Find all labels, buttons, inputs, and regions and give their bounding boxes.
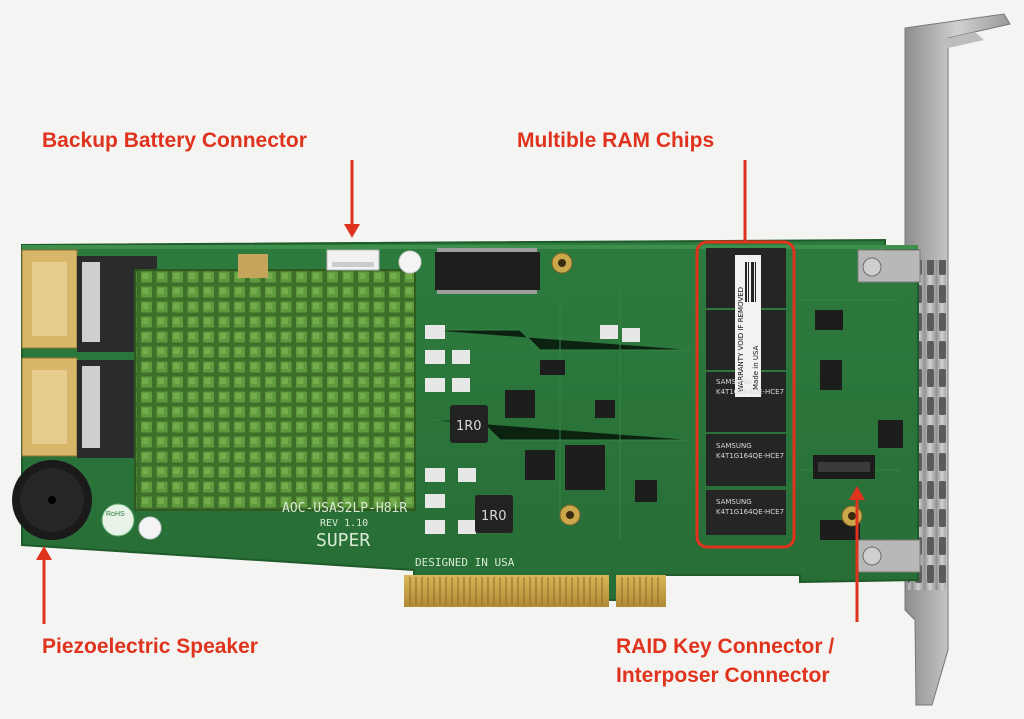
model-silkscreen: AOC-USAS2LP-H8iR	[282, 501, 407, 516]
chip-maker: SAMSUNG	[716, 442, 752, 450]
callout-ram: Multible RAM Chips	[517, 129, 715, 152]
ram-chip-area: WARRANTY VOID IF REMOVED Made in USA SAM…	[706, 248, 786, 535]
battery-connector	[326, 249, 380, 271]
callout-raid-line1: RAID Key Connector /	[616, 635, 835, 658]
revision-silkscreen: REV 1.10	[320, 518, 368, 529]
warranty-sticker: WARRANTY VOID IF REMOVED Made in USA	[735, 255, 761, 397]
inductor-label: 1R0	[481, 509, 507, 524]
chip-code: K4T1G164QE-HCE7	[716, 388, 784, 396]
inductor-upper: 1R0	[450, 405, 488, 443]
callout-raid-line2: Interposer Connector	[616, 664, 830, 687]
arrow-battery	[344, 160, 360, 238]
callout-speaker: Piezoelectric Speaker	[42, 635, 258, 658]
callout-battery: Backup Battery Connector	[42, 129, 307, 152]
arrow-raid	[849, 486, 865, 622]
chip-code: K4T1G164QE-HCE7	[716, 508, 784, 516]
inductor-label: 1R0	[456, 419, 482, 434]
heatsink	[134, 269, 416, 511]
arrow-speaker	[36, 546, 52, 624]
pci-bracket	[904, 13, 1011, 706]
ram-chip: SAMSUNG K4T1G164QE-HCE7	[716, 378, 784, 396]
piezo-speaker	[12, 460, 92, 540]
designed-silkscreen: DESIGNED IN USA	[415, 556, 515, 569]
rohs-label: RoHS	[106, 511, 125, 518]
ram-chip: SAMSUNG K4T1G164QE-HCE7	[716, 498, 784, 516]
smd-components	[425, 248, 903, 540]
inductor-lower: 1R0	[475, 495, 513, 533]
raid-key-connector	[813, 455, 875, 479]
made-in-text: Made in USA	[752, 345, 760, 390]
warranty-text: WARRANTY VOID IF REMOVED	[737, 287, 745, 392]
ram-chip: SAMSUNG K4T1G164QE-HCE7	[716, 442, 784, 460]
sas-connector-top	[21, 249, 157, 352]
chip-maker: SAMSUNG	[716, 498, 752, 506]
chip-maker: SAMSUNG	[716, 378, 752, 386]
pcie-gold-fingers	[404, 575, 666, 607]
brand-silkscreen: SUPER	[316, 530, 370, 551]
chip-code: K4T1G164QE-HCE7	[716, 452, 784, 460]
rohs-sticker: RoHS	[101, 503, 135, 537]
